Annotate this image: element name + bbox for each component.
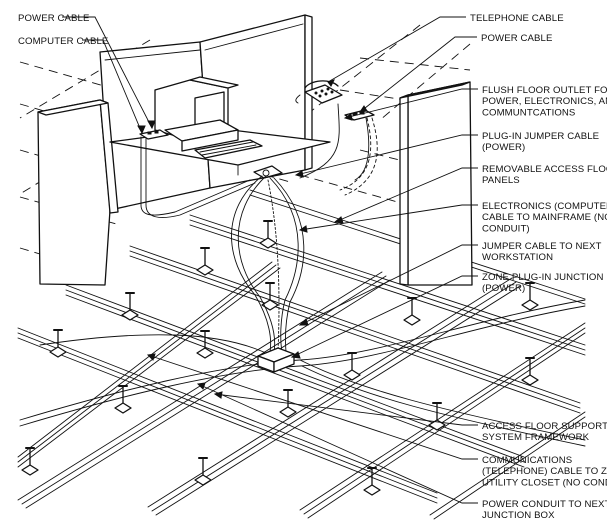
cubicle-right-wall [399,81,473,286]
pedestal [194,457,212,486]
label-line: POWER CABLE [18,13,89,24]
label-line: PLUG-IN JUMPER CABLE [482,131,599,142]
label-line: FLUSH FLOOR OUTLET FOR [482,85,607,96]
label-telephone-cable: TELEPHONE CABLE [470,13,564,24]
pedestal [343,352,361,381]
label-line: CABLE TO MAINFRAME (NO [482,212,607,223]
label-line: (POWER) [482,283,525,294]
callout-leader-lines [62,16,478,504]
zone-plug-in-junction-box [257,347,295,373]
pedestal [196,247,214,276]
computer-case [164,119,239,152]
label-power-cable-left: POWER CABLE [18,13,89,24]
pedestal [279,389,297,418]
pedestal [403,297,421,326]
label-zone-junction-box: ZONE PLUG-IN JUNCTION BOX(POWER) [482,272,607,294]
workstation-cables [140,103,378,218]
keyboard [194,139,263,159]
label-line: PANELS [482,175,520,186]
label-line: (TELEPHONE) CABLE TO ZONE [482,466,607,477]
label-line: POWER CONDUIT TO NEXT [482,499,607,510]
label-line: ELECTRONICS (COMPUTER) [482,201,607,212]
pedestal [114,385,132,414]
pedestal [261,282,279,311]
label-line: UTILITY CLOSET (NO CONDUIT) [482,477,607,488]
desk-power-outlet [139,129,169,140]
label-line: ACCESS FLOOR SUPPORT [482,421,607,432]
callout-labels: POWER CABLE COMPUTER CABLE TELEPHONE CAB… [18,13,607,521]
label-line: POWER, ELECTRONICS, AND [482,96,607,107]
label-line: CONDUIT) [482,223,530,234]
label-line: (POWER) [482,142,525,153]
label-electronics-cable: ELECTRONICS (COMPUTER)CABLE TO MAINFRAME… [482,201,607,234]
floor-support-pedestals [21,220,539,496]
label-line: COMMUNICATIONS [482,455,572,466]
pedestal [121,292,139,321]
label-line: JUNCTION BOX [482,510,555,521]
telephone [295,80,343,104]
label-power-cable-right: POWER CABLE [481,33,552,44]
label-line: POWER CABLE [481,33,552,44]
label-line: TELEPHONE CABLE [470,13,564,24]
label-communications-cable: COMMUNICATIONS(TELEPHONE) CABLE TO ZONEU… [482,455,607,488]
pedestal [196,330,214,359]
plug-in-jumper-cables [231,175,305,353]
cubicle-left-wall [37,99,119,286]
floor-junction-outlet [253,165,283,179]
pedestal [521,357,539,386]
label-line: REMOVABLE ACCESS FLOOR [482,164,607,175]
access-floor-support-framework [17,189,586,520]
pedestal [521,282,539,311]
label-plug-in-jumper-cable: PLUG-IN JUMPER CABLE(POWER) [482,131,599,153]
label-line: COMPUTER CABLE [18,36,108,47]
pedestal [49,329,67,358]
label-line: JUMPER CABLE TO NEXT [482,241,602,252]
pedestal [363,467,381,496]
label-line: COMMUNTCATIONS [482,107,575,118]
pedestal [21,447,39,476]
label-line: SYSTEM FRAMEWORK [482,432,590,443]
pedestal [259,220,277,249]
callout-arrowheads [137,79,368,399]
label-line: ZONE PLUG-IN JUNCTION BOX [482,272,607,283]
label-line: WORKSTATION [482,252,553,263]
label-computer-cable: COMPUTER CABLE [18,36,108,47]
